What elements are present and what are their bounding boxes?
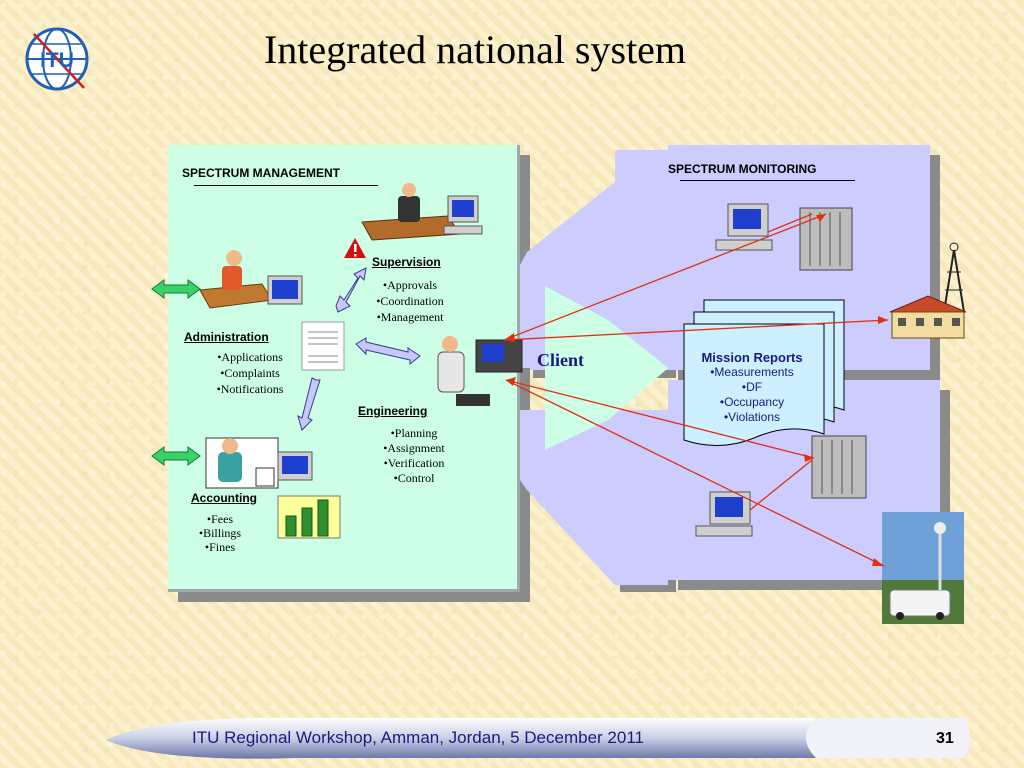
supervisor-desk-icon: [361, 183, 483, 241]
spectrum-management-heading: SPECTRUM MANAGEMENT: [182, 166, 340, 180]
accounting-label: Accounting: [191, 491, 257, 505]
list-item: •Fines: [204, 540, 236, 554]
connector-lines: [503, 213, 889, 567]
monitoring-receiver-rack-top-icon: [799, 207, 853, 271]
itu-logo: ITU: [24, 26, 90, 92]
page-number: 31: [936, 730, 954, 747]
mission-reports-documents: [683, 299, 845, 447]
list-item: •Control: [393, 471, 435, 485]
mission-reports-text: Mission Reports •Measurements •DF •Occup…: [684, 350, 820, 425]
supervision-list: •Approvals •Coordination •Management: [360, 277, 460, 325]
logo-text: ITU: [40, 49, 74, 72]
heading-underline: [194, 185, 378, 186]
list-item: •Occupancy: [719, 395, 785, 409]
monitoring-workstation-top-icon: [715, 203, 773, 251]
list-item: •Notifications: [216, 382, 284, 396]
administration-clerk-icon: [199, 250, 303, 309]
administration-label: Administration: [184, 330, 269, 344]
monitoring-station-building-icon: [889, 295, 967, 339]
list-item: •Planning: [390, 426, 438, 440]
list-item: •Coordination: [376, 294, 444, 308]
bar-chart-clipart-icon: [277, 495, 341, 539]
antenna-tower-icon: [943, 242, 965, 313]
flow-arrow-document-engineer: [355, 337, 421, 366]
footer-banner: [106, 717, 970, 759]
mission-reports-title: Mission Reports: [701, 350, 803, 365]
list-item: •Management: [376, 310, 444, 324]
monitoring-workstation-bottom-icon: [695, 491, 753, 537]
mission-reports-list: •Measurements •DF •Occupancy •Violations: [684, 365, 820, 425]
engineering-list: •Planning •Assignment •Verification •Con…: [364, 426, 464, 486]
administration-list: •Applications •Complaints •Notifications: [200, 349, 300, 397]
monitoring-receiver-rack-bottom-icon: [811, 435, 867, 499]
mobile-monitoring-van-photo: [882, 512, 964, 624]
list-item: •Billings: [198, 526, 242, 540]
accountant-icon: [205, 437, 313, 489]
list-item: •Applications: [217, 350, 283, 364]
client-label: Client: [537, 350, 584, 370]
accounting-list: •Fees •Billings •Fines: [180, 512, 260, 554]
double-arrow-left-bottom-icon: [151, 446, 201, 466]
list-item: •Complaints: [220, 366, 280, 380]
footer-text: ITU Regional Workshop, Amman, Jordan, 5 …: [192, 728, 644, 747]
document-icon: [301, 321, 345, 371]
list-item: •Fees: [206, 512, 234, 526]
warning-icon: [344, 238, 366, 258]
list-item: •DF: [741, 380, 763, 394]
supervision-label: Supervision: [372, 255, 441, 269]
list-item: •Violations: [723, 410, 780, 424]
connector-arrowheads: [504, 214, 888, 566]
list-item: •Measurements: [710, 365, 794, 379]
flow-arrow-admin-accounting: [297, 377, 321, 431]
list-item: •Approvals: [382, 278, 438, 292]
list-item: •Verification: [383, 456, 445, 470]
list-item: •Assignment: [383, 441, 445, 455]
flow-arrow-supervision-admin: [335, 267, 367, 313]
double-arrow-left-top-icon: [151, 279, 201, 299]
spectrum-monitoring-heading: SPECTRUM MONITORING: [668, 162, 817, 176]
monitoring-heading-underline: [680, 180, 855, 181]
engineer-workstation-icon: [437, 336, 523, 406]
page-title: Integrated national system: [263, 27, 687, 72]
engineering-label: Engineering: [358, 404, 428, 418]
